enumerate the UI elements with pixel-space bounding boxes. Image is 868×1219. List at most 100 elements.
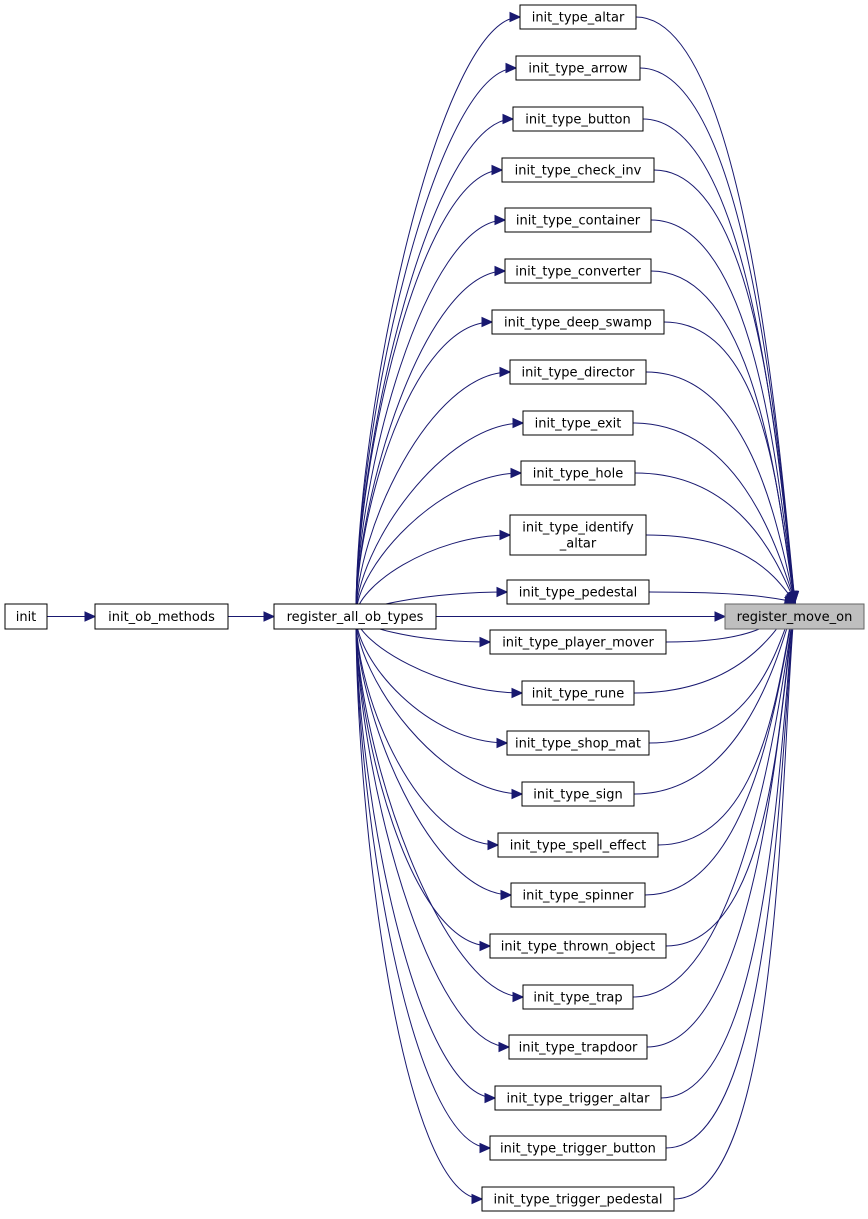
node-init-type-check-inv[interactable]: init_type_check_inv bbox=[501, 157, 655, 183]
edge-register-all-ob-types-to-init-type-trap bbox=[355, 615, 525, 1003]
node-label: init_type_trigger_altar bbox=[507, 1092, 651, 1107]
node-box bbox=[519, 4, 637, 30]
edge-line bbox=[660, 601, 796, 1099]
node-init-type-spinner[interactable]: init_type_spinner bbox=[510, 882, 646, 908]
node-init-type-player-mover[interactable]: init_type_player_mover bbox=[489, 629, 667, 655]
node-label: init_type_rune bbox=[532, 687, 624, 702]
node-init-type-spell-effect[interactable]: init_type_spell_effect bbox=[497, 832, 659, 858]
edge-line bbox=[355, 422, 524, 617]
node-box bbox=[509, 359, 647, 385]
node-box bbox=[512, 106, 644, 132]
arrowhead-icon bbox=[494, 265, 507, 277]
edge-line bbox=[648, 591, 796, 603]
node-label: init_type_check_inv bbox=[515, 164, 642, 179]
arrowhead-icon bbox=[510, 467, 523, 479]
node-label: register_move_on bbox=[737, 610, 853, 625]
node-label: init_type_trap bbox=[533, 991, 622, 1006]
edge-register-all-ob-types-to-init-type-arrow bbox=[355, 62, 518, 617]
node-init-type-shop-mat[interactable]: init_type_shop_mat bbox=[506, 730, 650, 756]
node-label: _altar bbox=[559, 537, 597, 552]
arrowhead-icon bbox=[494, 214, 507, 226]
edge-init-type-button-to-register-move-on bbox=[642, 118, 799, 604]
node-init-ob-methods[interactable]: init_ob_methods bbox=[94, 603, 229, 630]
arrowhead-icon bbox=[471, 1193, 484, 1205]
node-init-type-rune[interactable]: init_type_rune bbox=[521, 680, 635, 706]
arrowhead-icon bbox=[479, 636, 492, 648]
edge-line bbox=[657, 601, 796, 846]
node-init-type-trigger-button[interactable]: init_type_trigger_button bbox=[489, 1135, 667, 1161]
arrowhead-icon bbox=[512, 991, 525, 1003]
node-label: init_type_altar bbox=[532, 11, 625, 26]
edge-register-all-ob-types-to-init-type-sign bbox=[355, 615, 524, 800]
edge-register-all-ob-types-to-init-type-exit bbox=[355, 417, 525, 617]
node-label: init_type_hole bbox=[533, 467, 623, 482]
node-init-type-identify-altar[interactable]: init_type_identify_altar bbox=[509, 514, 647, 556]
node-label: init_type_button bbox=[525, 113, 630, 128]
edge-line bbox=[355, 67, 517, 617]
node-init[interactable]: init bbox=[4, 603, 48, 630]
node-init-type-sign[interactable]: init_type_sign bbox=[521, 781, 635, 807]
edge-line bbox=[663, 321, 796, 603]
node-box bbox=[522, 984, 634, 1010]
edge-init-type-deep-swamp-to-register-move-on bbox=[663, 321, 798, 604]
node-box bbox=[508, 1034, 648, 1060]
node-init-type-arrow[interactable]: init_type_arrow bbox=[515, 55, 641, 81]
arrowhead-icon bbox=[498, 1041, 511, 1053]
node-init-type-hole[interactable]: init_type_hole bbox=[520, 460, 636, 486]
edge-register-all-ob-types-to-init-type-deep-swamp bbox=[355, 316, 494, 617]
node-box bbox=[481, 1186, 675, 1212]
edge-line bbox=[355, 615, 491, 947]
arrowhead-icon bbox=[491, 164, 504, 176]
edge-line bbox=[644, 601, 796, 896]
edge-line bbox=[635, 16, 796, 603]
node-box bbox=[509, 514, 647, 556]
node-init-type-director[interactable]: init_type_director bbox=[509, 359, 647, 385]
node-register-move-on[interactable]: register_move_on bbox=[724, 603, 865, 630]
node-init-type-trigger-altar[interactable]: init_type_trigger_altar bbox=[494, 1085, 662, 1111]
node-label: init bbox=[16, 610, 37, 625]
node-init-type-deep-swamp[interactable]: init_type_deep_swamp bbox=[491, 309, 665, 335]
edge-register-all-ob-types-to-init-type-check-inv bbox=[355, 164, 504, 617]
node-init-type-converter[interactable]: init_type_converter bbox=[504, 258, 652, 284]
node-init-type-trap[interactable]: init_type_trap bbox=[522, 984, 634, 1010]
edge-line bbox=[355, 615, 523, 795]
node-label: init_type_arrow bbox=[528, 62, 628, 77]
node-label: init_type_sign bbox=[533, 788, 622, 803]
arrowhead-icon bbox=[714, 611, 727, 622]
node-init-type-button[interactable]: init_type_button bbox=[512, 106, 644, 132]
edge-line bbox=[673, 601, 796, 1200]
edge-init-type-check-inv-to-register-move-on bbox=[653, 169, 799, 604]
node-label: init_type_exit bbox=[535, 417, 622, 432]
node-init-type-pedestal[interactable]: init_type_pedestal bbox=[506, 579, 650, 605]
edge-line bbox=[355, 219, 506, 617]
arrowhead-icon bbox=[500, 889, 513, 901]
node-register-all-ob-types[interactable]: register_all_ob_types bbox=[273, 603, 437, 630]
node-box bbox=[504, 258, 652, 284]
node-label: init_type_container bbox=[516, 214, 641, 229]
arrowhead-icon bbox=[263, 611, 276, 622]
edge-line bbox=[355, 371, 511, 617]
edge-line bbox=[355, 615, 496, 1099]
edge-line bbox=[634, 472, 796, 603]
node-label: register_all_ob_types bbox=[287, 610, 424, 625]
arrowhead-icon bbox=[502, 113, 515, 125]
node-init-type-trapdoor[interactable]: init_type_trapdoor bbox=[508, 1034, 648, 1060]
edge-line bbox=[665, 601, 796, 947]
node-box bbox=[520, 460, 636, 486]
node-init-type-container[interactable]: init_type_container bbox=[504, 207, 652, 233]
edge-register-all-ob-types-to-init-type-shop-mat bbox=[355, 615, 509, 749]
edge-register-all-ob-types-to-init-type-button bbox=[355, 113, 515, 617]
edge-line bbox=[355, 615, 499, 846]
node-init-type-thrown-object[interactable]: init_type_thrown_object bbox=[489, 933, 667, 959]
node-label: init_type_shop_mat bbox=[515, 737, 641, 752]
node-label: init_type_converter bbox=[515, 265, 641, 280]
node-label: init_type_spell_effect bbox=[510, 839, 647, 854]
node-init-type-exit[interactable]: init_type_exit bbox=[522, 410, 634, 436]
node-init-type-trigger-pedestal[interactable]: init_type_trigger_pedestal bbox=[481, 1186, 675, 1212]
node-init-type-altar[interactable]: init_type_altar bbox=[519, 4, 637, 30]
arrowhead-icon bbox=[509, 11, 522, 23]
edge-register-all-ob-types-to-init-type-trigger-altar bbox=[355, 615, 497, 1104]
edge-register-all-ob-types-to-init-type-hole bbox=[355, 467, 523, 617]
node-box bbox=[510, 882, 646, 908]
edge-init-type-spell-effect-to-register-move-on bbox=[657, 600, 798, 846]
